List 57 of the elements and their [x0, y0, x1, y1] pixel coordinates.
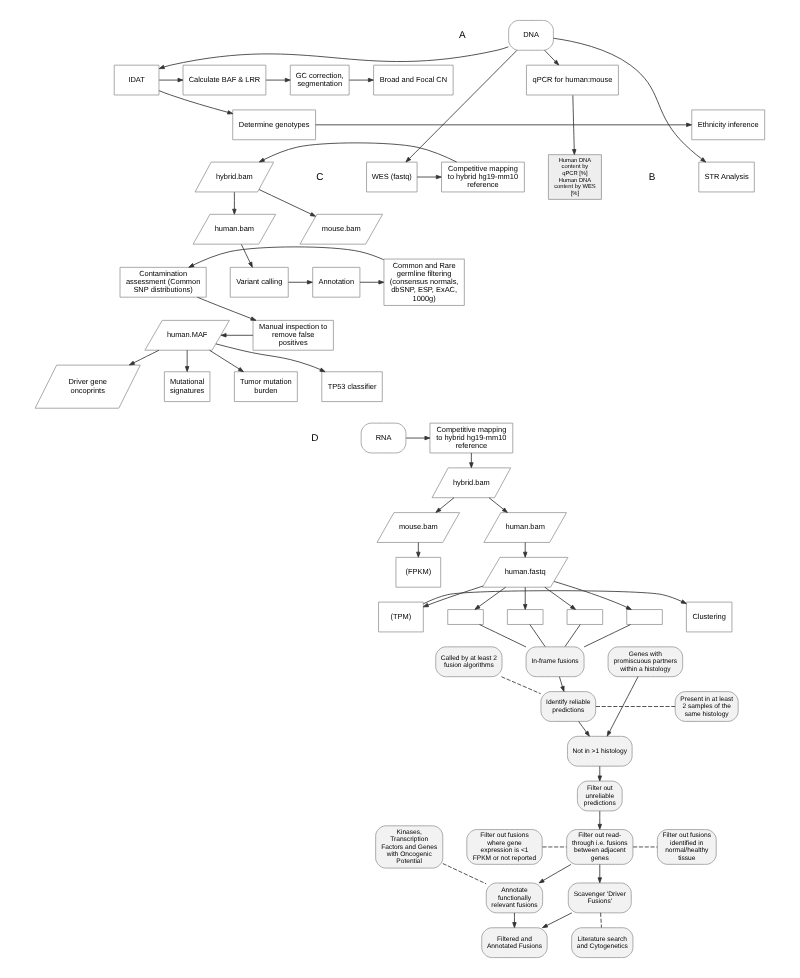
arrow: [435, 497, 455, 513]
arrow: [423, 590, 687, 605]
arrow: [474, 586, 507, 610]
arrow: [422, 585, 484, 608]
arrow: [469, 452, 474, 469]
arrow: [523, 542, 528, 558]
arrow: [348, 77, 374, 83]
arrow: [544, 49, 560, 66]
arrow: [240, 243, 253, 268]
arrow: [572, 94, 577, 155]
arrow: [258, 189, 316, 217]
connector: [600, 912, 602, 928]
node-box: [566, 609, 604, 625]
arrow: [405, 49, 518, 163]
arrow: [265, 77, 291, 83]
arrow: [578, 721, 590, 737]
connector: [479, 624, 527, 648]
arrow: [553, 581, 632, 610]
arrow: [488, 497, 508, 513]
arrow: [158, 46, 509, 70]
arrow: [416, 174, 442, 180]
arrow: [158, 77, 184, 83]
arrow: [220, 333, 254, 338]
arrow: [606, 676, 639, 737]
arrow: [597, 765, 602, 782]
node-box: [447, 609, 484, 625]
arrow: [597, 864, 602, 884]
arrow: [597, 810, 602, 830]
arrow: [188, 246, 385, 268]
arrow: [128, 349, 160, 366]
arrow: [315, 122, 692, 127]
arrow: [185, 349, 190, 372]
arrow: [523, 586, 528, 610]
connector: [595, 706, 676, 707]
arrow: [232, 191, 237, 215]
node-box: [507, 609, 544, 625]
node-box: [626, 609, 663, 625]
arrow: [542, 912, 573, 929]
arrow: [558, 676, 565, 692]
arrow: [544, 586, 576, 610]
arrow: [288, 280, 313, 285]
arrow: [197, 296, 257, 321]
connector: [529, 624, 546, 647]
arrow: [258, 142, 458, 163]
connector: [564, 624, 581, 647]
arrow: [209, 349, 244, 373]
connector: [501, 676, 542, 695]
arrow: [359, 280, 385, 285]
arrow: [158, 90, 234, 115]
arrow: [405, 435, 431, 441]
arrow: [215, 343, 326, 373]
arrow: [553, 37, 707, 163]
arrow: [512, 912, 517, 928]
arrow: [416, 542, 421, 558]
arrow: [538, 864, 572, 884]
connector: [442, 863, 487, 885]
connector: [583, 624, 631, 648]
